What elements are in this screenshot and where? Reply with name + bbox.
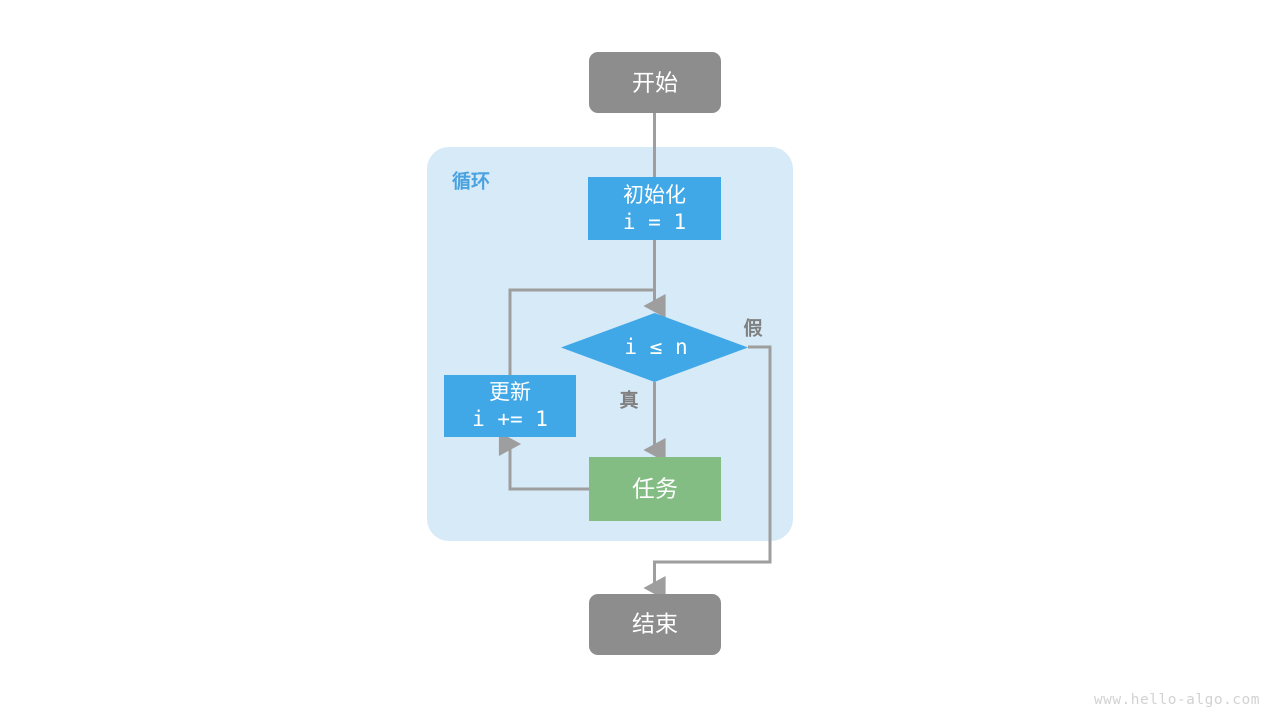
node-init-shape	[588, 177, 721, 240]
edge-label-true: 真	[619, 389, 638, 412]
edge-condition-false-to-end	[643, 345, 772, 600]
node-start[interactable]: 开始	[589, 52, 721, 113]
watermark-text: www.hello-algo.com	[1093, 692, 1260, 708]
edge-label-false: 假	[743, 317, 762, 340]
node-end[interactable]: 结束	[589, 594, 721, 655]
node-condition-shape	[561, 313, 748, 382]
node-task-label: 任务	[632, 477, 678, 503]
node-end-shape	[589, 594, 721, 655]
node-update-shape	[444, 375, 576, 437]
node-init-label-line1: 初始化	[623, 183, 686, 207]
edge-task-to-update	[498, 432, 589, 491]
node-init[interactable]: 初始化 i = 1	[588, 177, 721, 240]
node-init-label-line2: i = 1	[623, 210, 686, 234]
node-start-label: 开始	[632, 71, 678, 97]
node-condition[interactable]: i ≤ n	[561, 313, 748, 382]
node-update-label-line1: 更新	[489, 380, 531, 404]
node-update[interactable]: 更新 i += 1	[444, 375, 576, 437]
node-start-shape	[589, 52, 721, 113]
node-task[interactable]: 任务	[589, 457, 721, 521]
node-update-label-line2: i += 1	[472, 407, 548, 431]
node-condition-label: i ≤ n	[624, 335, 687, 359]
edge-update-to-condition	[508, 288, 655, 375]
node-task-shape	[589, 457, 721, 521]
loop-group-label: 循环	[452, 170, 490, 193]
node-end-label: 结束	[632, 612, 678, 638]
